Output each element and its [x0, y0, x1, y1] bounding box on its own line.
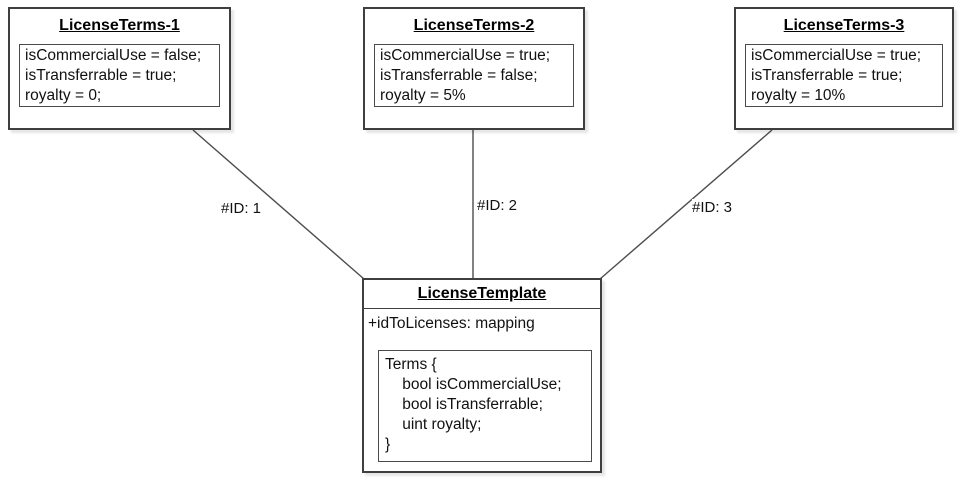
- attribute-line: isCommercialUse = false;: [25, 47, 202, 64]
- class-title-license-terms-1: LicenseTerms-1: [59, 17, 180, 34]
- attribute-line: isTransferrable = true;: [751, 67, 903, 84]
- class-box-license-template: LicenseTemplate +idToLicenses: mapping T…: [362, 278, 602, 473]
- struct-line: }: [385, 436, 391, 453]
- struct-line: bool isCommercialUse;: [385, 376, 562, 393]
- edge-label-id-1: #ID: 1: [221, 200, 262, 217]
- struct-line: bool isTransferrable;: [385, 396, 543, 413]
- attribute-line: royalty = 5%: [380, 87, 466, 104]
- struct-line: uint royalty;: [385, 416, 482, 433]
- attribute-line: royalty = 0;: [25, 87, 102, 104]
- attribute-line: isTransferrable = true;: [25, 67, 177, 84]
- class-box-license-terms-2: LicenseTerms-2 isCommercialUse = true; i…: [363, 7, 585, 130]
- edge-terms3-template: [599, 129, 773, 280]
- edge-label-id-2: #ID: 2: [477, 197, 518, 214]
- edge-terms1-template: [192, 129, 365, 280]
- class-box-license-terms-1: LicenseTerms-1 isCommercialUse = false; …: [8, 7, 231, 130]
- class-title-license-template: LicenseTemplate: [364, 280, 600, 309]
- attributes-box-license-terms-1: isCommercialUse = false; isTransferrable…: [19, 44, 220, 107]
- attribute-line: isTransferrable = false;: [380, 67, 538, 84]
- terms-struct-box: Terms { bool isCommercialUse; bool isTra…: [378, 350, 592, 462]
- class-title-license-terms-3: LicenseTerms-3: [783, 17, 905, 34]
- struct-line: Terms {: [385, 356, 437, 373]
- attributes-box-license-terms-2: isCommercialUse = true; isTransferrable …: [374, 44, 574, 107]
- class-box-license-terms-3: LicenseTerms-3 isCommercialUse = true; i…: [734, 7, 954, 130]
- attribute-line: isCommercialUse = true;: [751, 47, 922, 64]
- template-field-idtolicenses: +idToLicenses: mapping: [368, 315, 535, 332]
- attribute-line: royalty = 10%: [751, 87, 846, 104]
- attribute-line: isCommercialUse = true;: [380, 47, 551, 64]
- attributes-box-license-terms-3: isCommercialUse = true; isTransferrable …: [745, 44, 943, 107]
- edge-label-id-3: #ID: 3: [692, 199, 733, 216]
- class-title-license-terms-2: LicenseTerms-2: [413, 17, 535, 34]
